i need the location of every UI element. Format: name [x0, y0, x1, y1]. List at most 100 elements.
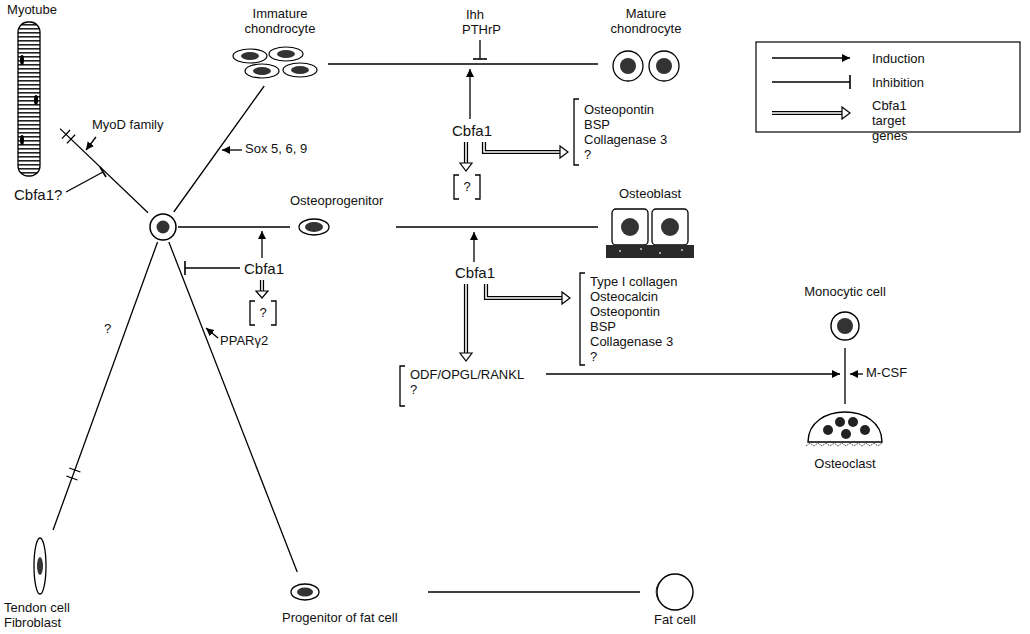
lineage-connector: [53, 242, 157, 530]
legend-target-sample: [772, 112, 842, 114]
cell-node: Osteoprogenitor: [290, 193, 396, 239]
annotation-label: MyoD family: [92, 118, 164, 133]
myotube-nucleus: [20, 135, 24, 145]
inhibition-line: [185, 267, 240, 268]
target-arrow: [484, 142, 560, 152]
legend-induction-sample: [772, 57, 850, 58]
cell-nucleus: [860, 425, 870, 435]
bracket-list: OsteopontinBSPCollagenase 3?: [572, 98, 684, 166]
cell-node: Osteoblast: [598, 186, 702, 264]
node-label: Myotube: [4, 2, 60, 17]
node-label: Osteocalcin: [590, 289, 700, 304]
cell-nucleus: [848, 417, 858, 427]
target-arrow: [261, 280, 263, 291]
matrix-speck: [659, 252, 661, 254]
cell-nucleus: [837, 318, 853, 334]
node-label: Fat cell: [640, 612, 710, 627]
osteoprogenitor-picture: [299, 219, 329, 235]
lineage-connector: [60, 129, 148, 213]
target-arrowhead: [560, 146, 568, 158]
annotation-label: Cbfa1: [452, 122, 492, 139]
bracket-right: [475, 175, 480, 199]
target-arrowhead: [460, 353, 472, 361]
cell-nucleus: [253, 67, 271, 75]
node-label: Mature chondrocyte: [598, 6, 694, 36]
bracket-right: [271, 301, 276, 325]
target-arrow: [484, 142, 560, 152]
lineage-connector: [428, 591, 640, 592]
osteoblast-picture: [652, 209, 688, 245]
lineage-connector: [169, 242, 297, 572]
node-label: BSP: [590, 319, 700, 334]
matrix-speck: [640, 248, 642, 250]
legend-inhibition-sample: [772, 81, 850, 82]
myotube-nucleus: [20, 55, 24, 65]
node-label: Immature chondrocyte: [232, 6, 328, 36]
cell-nucleus: [157, 221, 170, 234]
induction-arrow: [850, 373, 863, 374]
node-label: ?: [248, 305, 278, 320]
node-label: BSP: [584, 117, 684, 132]
cell-node: Immature chondrocyte: [232, 6, 328, 86]
cell-nucleus: [656, 578, 664, 606]
cell-nucleus: [656, 58, 672, 74]
stem-cell-picture: [150, 214, 176, 240]
bracket-left: [400, 366, 405, 406]
node-label: ?: [452, 179, 482, 194]
cell-node: Mature chondrocyte: [598, 6, 694, 96]
lineage-connector: [844, 348, 845, 404]
legend-inhibition-sample: [849, 75, 851, 89]
node-label: Tendon cell Fibroblast: [4, 600, 84, 630]
induction-arrow: [261, 231, 262, 258]
matrix-speck: [619, 250, 621, 252]
annotation-label: Cbfa1?: [14, 186, 62, 203]
bracket-left: [250, 301, 255, 325]
node-label: Osteopontin: [584, 102, 684, 117]
bone-matrix: [606, 245, 694, 258]
node-label: Collagenase 3: [590, 334, 700, 349]
target-arrow: [486, 284, 562, 298]
induction-arrow: [222, 149, 242, 150]
annotation-label: Sox 5, 6, 9: [245, 142, 307, 157]
cell-node: Fat cell: [640, 556, 710, 630]
chondrocyte-picture: [269, 47, 303, 61]
annotation-label: PTHrP: [462, 23, 501, 38]
cell-nucleus: [291, 66, 309, 74]
bracket-list: ?: [248, 300, 278, 326]
bracket-left: [580, 273, 585, 365]
annotation-label: Ihh: [466, 8, 484, 23]
legend-text: Inhibition: [872, 75, 924, 90]
bracket-left: [454, 175, 459, 199]
chondrocyte-picture: [245, 64, 279, 78]
node-label: ?: [590, 349, 700, 364]
target-arrow: [464, 284, 468, 353]
annotation-label: ?: [104, 322, 111, 337]
inhibition-bar: [184, 261, 186, 275]
cell-nucleus: [835, 417, 845, 427]
tendon-cell-picture: [34, 538, 46, 594]
legend-text: Induction: [872, 51, 925, 66]
target-arrow: [486, 284, 562, 298]
cell-node: Monocytic cell: [790, 284, 900, 348]
target-arrow: [465, 284, 467, 353]
target-arrowhead: [460, 163, 472, 171]
node-label: Osteoprogenitor: [290, 193, 396, 208]
cell-nucleus: [37, 557, 43, 575]
fat-cell-picture: [657, 574, 693, 610]
cell-nucleus: [305, 222, 323, 232]
cell-nucleus: [841, 429, 851, 439]
lineage-connector: [396, 226, 598, 227]
myotube-picture: [18, 22, 40, 176]
node-label: Collagenase 3: [584, 132, 684, 147]
chondrocyte-picture: [283, 63, 317, 77]
node-label: Osteopontin: [590, 304, 700, 319]
inhibition-line: [66, 172, 103, 192]
cell-nucleus: [241, 52, 259, 60]
cell-nucleus: [277, 50, 295, 58]
induction-arrow: [473, 232, 474, 262]
legend-text: Cbfa1 target genes: [872, 98, 940, 143]
annotation-label: M-CSF: [866, 366, 907, 381]
legend-target-sample: [772, 111, 842, 115]
chondrocyte-picture: [233, 49, 267, 63]
